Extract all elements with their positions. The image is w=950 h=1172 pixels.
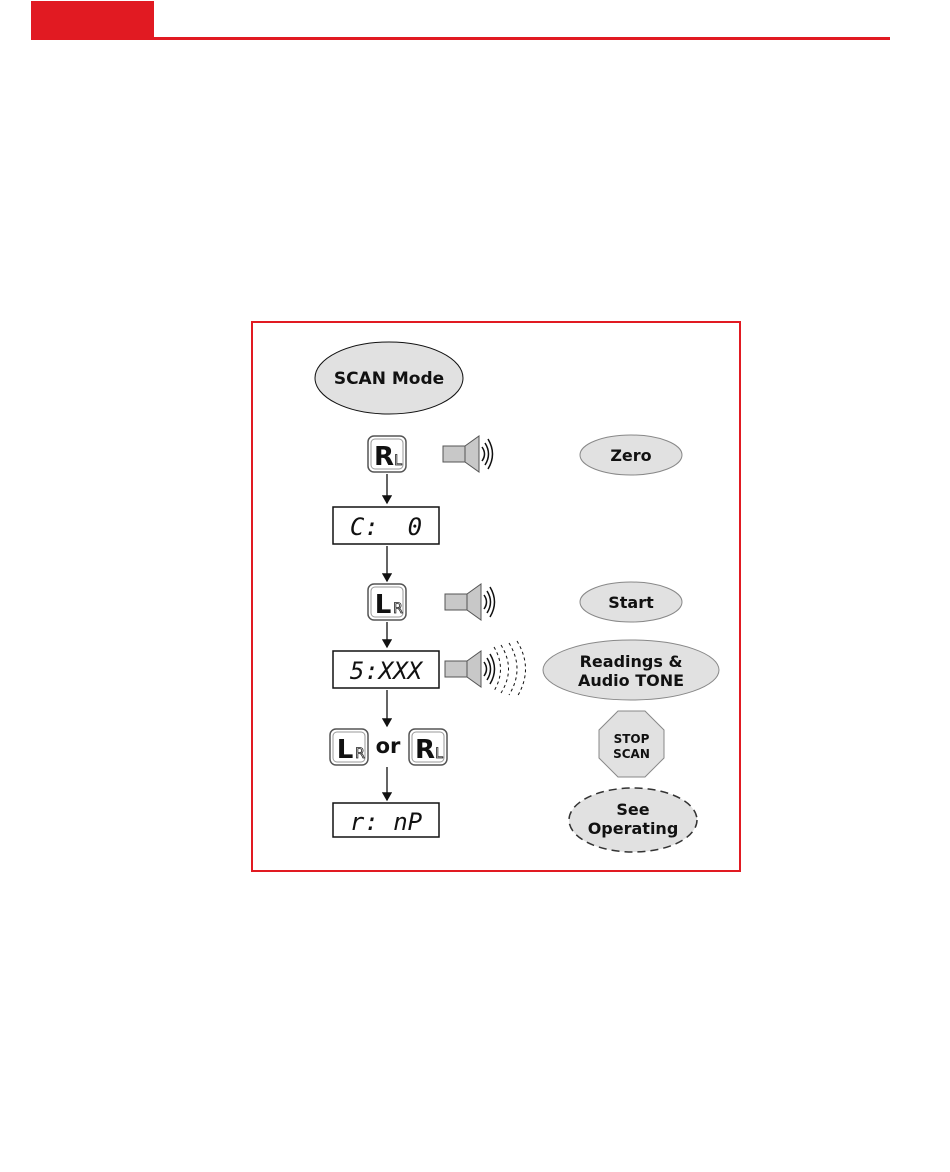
- speaker-tone-icon: [445, 641, 526, 697]
- or-label: or: [376, 734, 401, 758]
- rl-key-button-1[interactable]: R L: [368, 436, 406, 472]
- rl-key-button-2[interactable]: R L: [409, 729, 447, 765]
- key-small-letter: L: [435, 746, 443, 762]
- stop-line1: STOP: [614, 732, 650, 746]
- start-bubble: Start: [580, 582, 682, 622]
- zero-label: Zero: [610, 446, 651, 465]
- stop-line2: SCAN: [613, 747, 650, 761]
- speaker-icon: [445, 584, 495, 620]
- key-big-letter: L: [337, 735, 354, 765]
- zero-bubble: Zero: [580, 435, 682, 475]
- lr-key-button-1[interactable]: L R: [368, 584, 406, 620]
- speaker-icon: [443, 436, 493, 472]
- see-line2: Operating: [588, 819, 679, 838]
- key-small-letter: R: [355, 746, 365, 762]
- see-line1: See: [616, 800, 649, 819]
- key-small-letter: L: [394, 453, 402, 469]
- readings-line1: Readings &: [580, 652, 683, 671]
- see-operating-bubble: See Operating: [569, 788, 697, 852]
- key-big-letter: R: [415, 735, 435, 765]
- key-big-letter: L: [375, 590, 392, 620]
- scan-mode-label: SCAN Mode: [334, 369, 444, 389]
- lr-key-button-2[interactable]: L R: [330, 729, 368, 765]
- readings-bubble: Readings & Audio TONE: [543, 640, 719, 700]
- lcd-display-s: 5:XXX: [333, 651, 439, 688]
- readings-line2: Audio TONE: [578, 671, 684, 690]
- key-big-letter: R: [374, 442, 394, 472]
- start-label: Start: [608, 593, 654, 612]
- lcd-display-r: r: nP: [333, 803, 439, 837]
- stop-scan-sign: STOP SCAN: [599, 711, 664, 777]
- lcd-display-c: C: 0: [333, 507, 439, 544]
- display-c-text: C: 0: [350, 513, 422, 541]
- scan-mode-bubble: SCAN Mode: [315, 342, 463, 414]
- display-r-text: r: nP: [350, 808, 423, 836]
- key-small-letter: R: [393, 601, 403, 617]
- display-s-text: 5:XXX: [350, 657, 424, 685]
